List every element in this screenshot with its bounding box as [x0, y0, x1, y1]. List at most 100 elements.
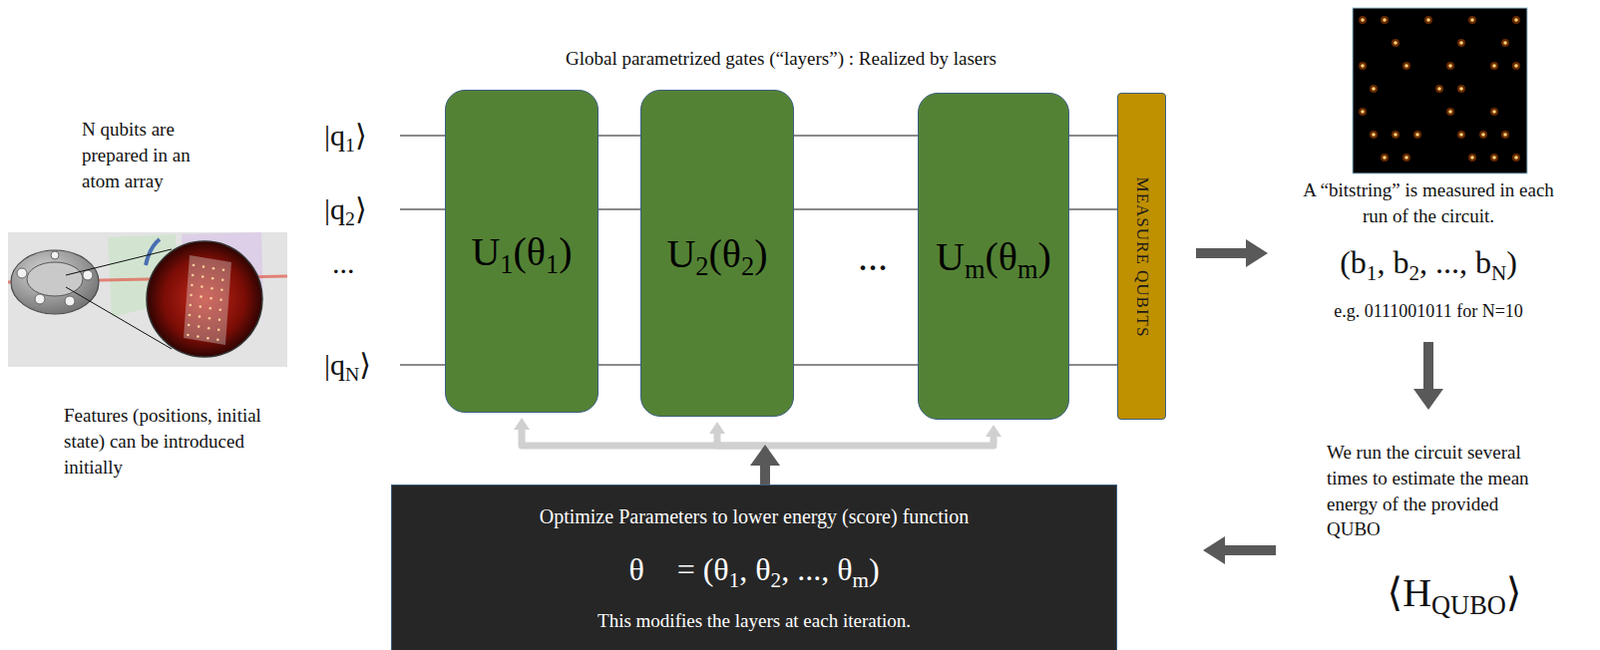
atom-dot: [1360, 63, 1365, 68]
atom-glow: [1380, 15, 1389, 24]
atom-dot: [1382, 155, 1387, 160]
atom-dot: [1470, 17, 1475, 22]
atom-dot: [1503, 132, 1508, 137]
atom-glow: [1457, 38, 1466, 47]
block-arrow: [1196, 239, 1268, 268]
atom-glow: [1358, 15, 1367, 24]
atom-glow: [1490, 61, 1499, 70]
atom-dots: [1360, 17, 1519, 160]
atom-glow: [1446, 61, 1455, 70]
atom-dot: [1404, 63, 1409, 68]
atom-dot: [208, 317, 212, 321]
gate-label: U2(θ2): [666, 229, 768, 280]
atom-dot: [219, 309, 223, 313]
block-arrow: [750, 444, 781, 485]
qubit-label: |q1⟩: [324, 115, 397, 159]
atom-dot: [186, 334, 190, 338]
qubit-label: |q2⟩: [324, 189, 397, 233]
gate-label: U1(θ1): [470, 227, 572, 278]
atom-glow: [1435, 84, 1444, 93]
atom-dot: [1481, 132, 1486, 137]
atom-dot: [207, 327, 211, 331]
atom-dot: [199, 295, 203, 299]
feedback-connector: [765, 436, 994, 485]
zoom-circle: [146, 241, 263, 358]
atom-glow: [1468, 15, 1477, 24]
atom-dot: [189, 304, 193, 308]
atom-dot: [196, 335, 200, 339]
atom-dot: [222, 269, 226, 273]
parameter-vector: θ⃗ = (θ1, θ2, ..., θm): [628, 549, 879, 590]
atom-dot: [188, 314, 192, 318]
annotation-text: Features (positions, initial state) can …: [63, 402, 279, 480]
atom-dot: [198, 315, 202, 319]
atom-dot: [1459, 40, 1464, 45]
atom-dot: [218, 319, 222, 323]
chamber-port: [34, 294, 45, 305]
atom-dot: [1448, 63, 1453, 68]
atom-glow: [1369, 84, 1378, 93]
camera-image: [1352, 7, 1528, 174]
atom-dot: [1492, 109, 1497, 114]
atom-glow: [1391, 38, 1400, 47]
atom-dot: [187, 324, 191, 328]
picture-ground: [7, 232, 288, 368]
gate-layer: U1(θ1): [444, 89, 599, 413]
atom-glow: [1424, 15, 1433, 24]
atom-dot: [200, 285, 204, 289]
atom-glow: [1512, 15, 1521, 24]
atom-dot: [1360, 109, 1365, 114]
atom-glow: [1490, 153, 1499, 162]
atom-glow: [1446, 107, 1455, 116]
atom-glow: [1457, 130, 1466, 139]
atom-dot: [1514, 155, 1519, 160]
vacuum-chamber: [10, 250, 99, 315]
atom-dot: [1360, 17, 1365, 22]
atom-dot: [1470, 155, 1475, 160]
atom-glow: [1490, 107, 1499, 116]
annotation-text: We run the circuit several times to esti…: [1326, 439, 1557, 543]
gate-layer: U2(θ2): [640, 89, 795, 417]
atom-glow: [1512, 153, 1521, 162]
atom-dot: [220, 289, 224, 293]
section-title: Global parametrized gates (“layers”) : R…: [406, 45, 1156, 72]
atom-glow: [1413, 130, 1422, 139]
atom-dot: [1371, 132, 1376, 137]
atom-dot: [216, 339, 220, 343]
block-arrow: [1202, 536, 1276, 565]
energy-formula: ⟨HQUBO⟩: [1324, 566, 1585, 621]
atom-image: [1352, 7, 1528, 174]
chamber-port: [64, 296, 75, 307]
atom-dot: [1459, 132, 1464, 137]
measure-label: MEASURE QUBITS: [1131, 177, 1153, 339]
chamber-opening: [26, 262, 83, 297]
atom-dot: [219, 299, 223, 303]
atom-dot: [189, 294, 193, 298]
atom-glow: [1402, 61, 1411, 70]
atom-glow: [1358, 61, 1367, 70]
atom-glow: [1402, 153, 1411, 162]
ellipsis: ...: [332, 243, 393, 284]
atom-dot: [197, 325, 201, 329]
atom-dot: [1404, 155, 1409, 160]
atom-dot: [1371, 86, 1376, 91]
atom-dot: [210, 287, 214, 291]
atom-dot: [217, 329, 221, 333]
atom-glow: [1479, 130, 1488, 139]
chamber-port: [82, 270, 93, 281]
example-text: e.g. 0111001011 for N=10: [1278, 299, 1579, 324]
optimizer-panel: Optimize Parameters to lower energy (sco…: [391, 484, 1118, 650]
block-arrow: [1413, 342, 1444, 410]
atom-dot: [1437, 86, 1442, 91]
atom-dot: [1448, 109, 1453, 114]
atom-dot: [1514, 17, 1519, 22]
atom-plane: [183, 255, 232, 346]
atom-glow: [1358, 107, 1367, 116]
atom-dot: [212, 267, 216, 271]
qubit-label: |qN⟩: [324, 345, 397, 389]
atom-dot: [209, 307, 213, 311]
atom-dot: [209, 297, 213, 301]
atom-dot: [192, 264, 196, 268]
